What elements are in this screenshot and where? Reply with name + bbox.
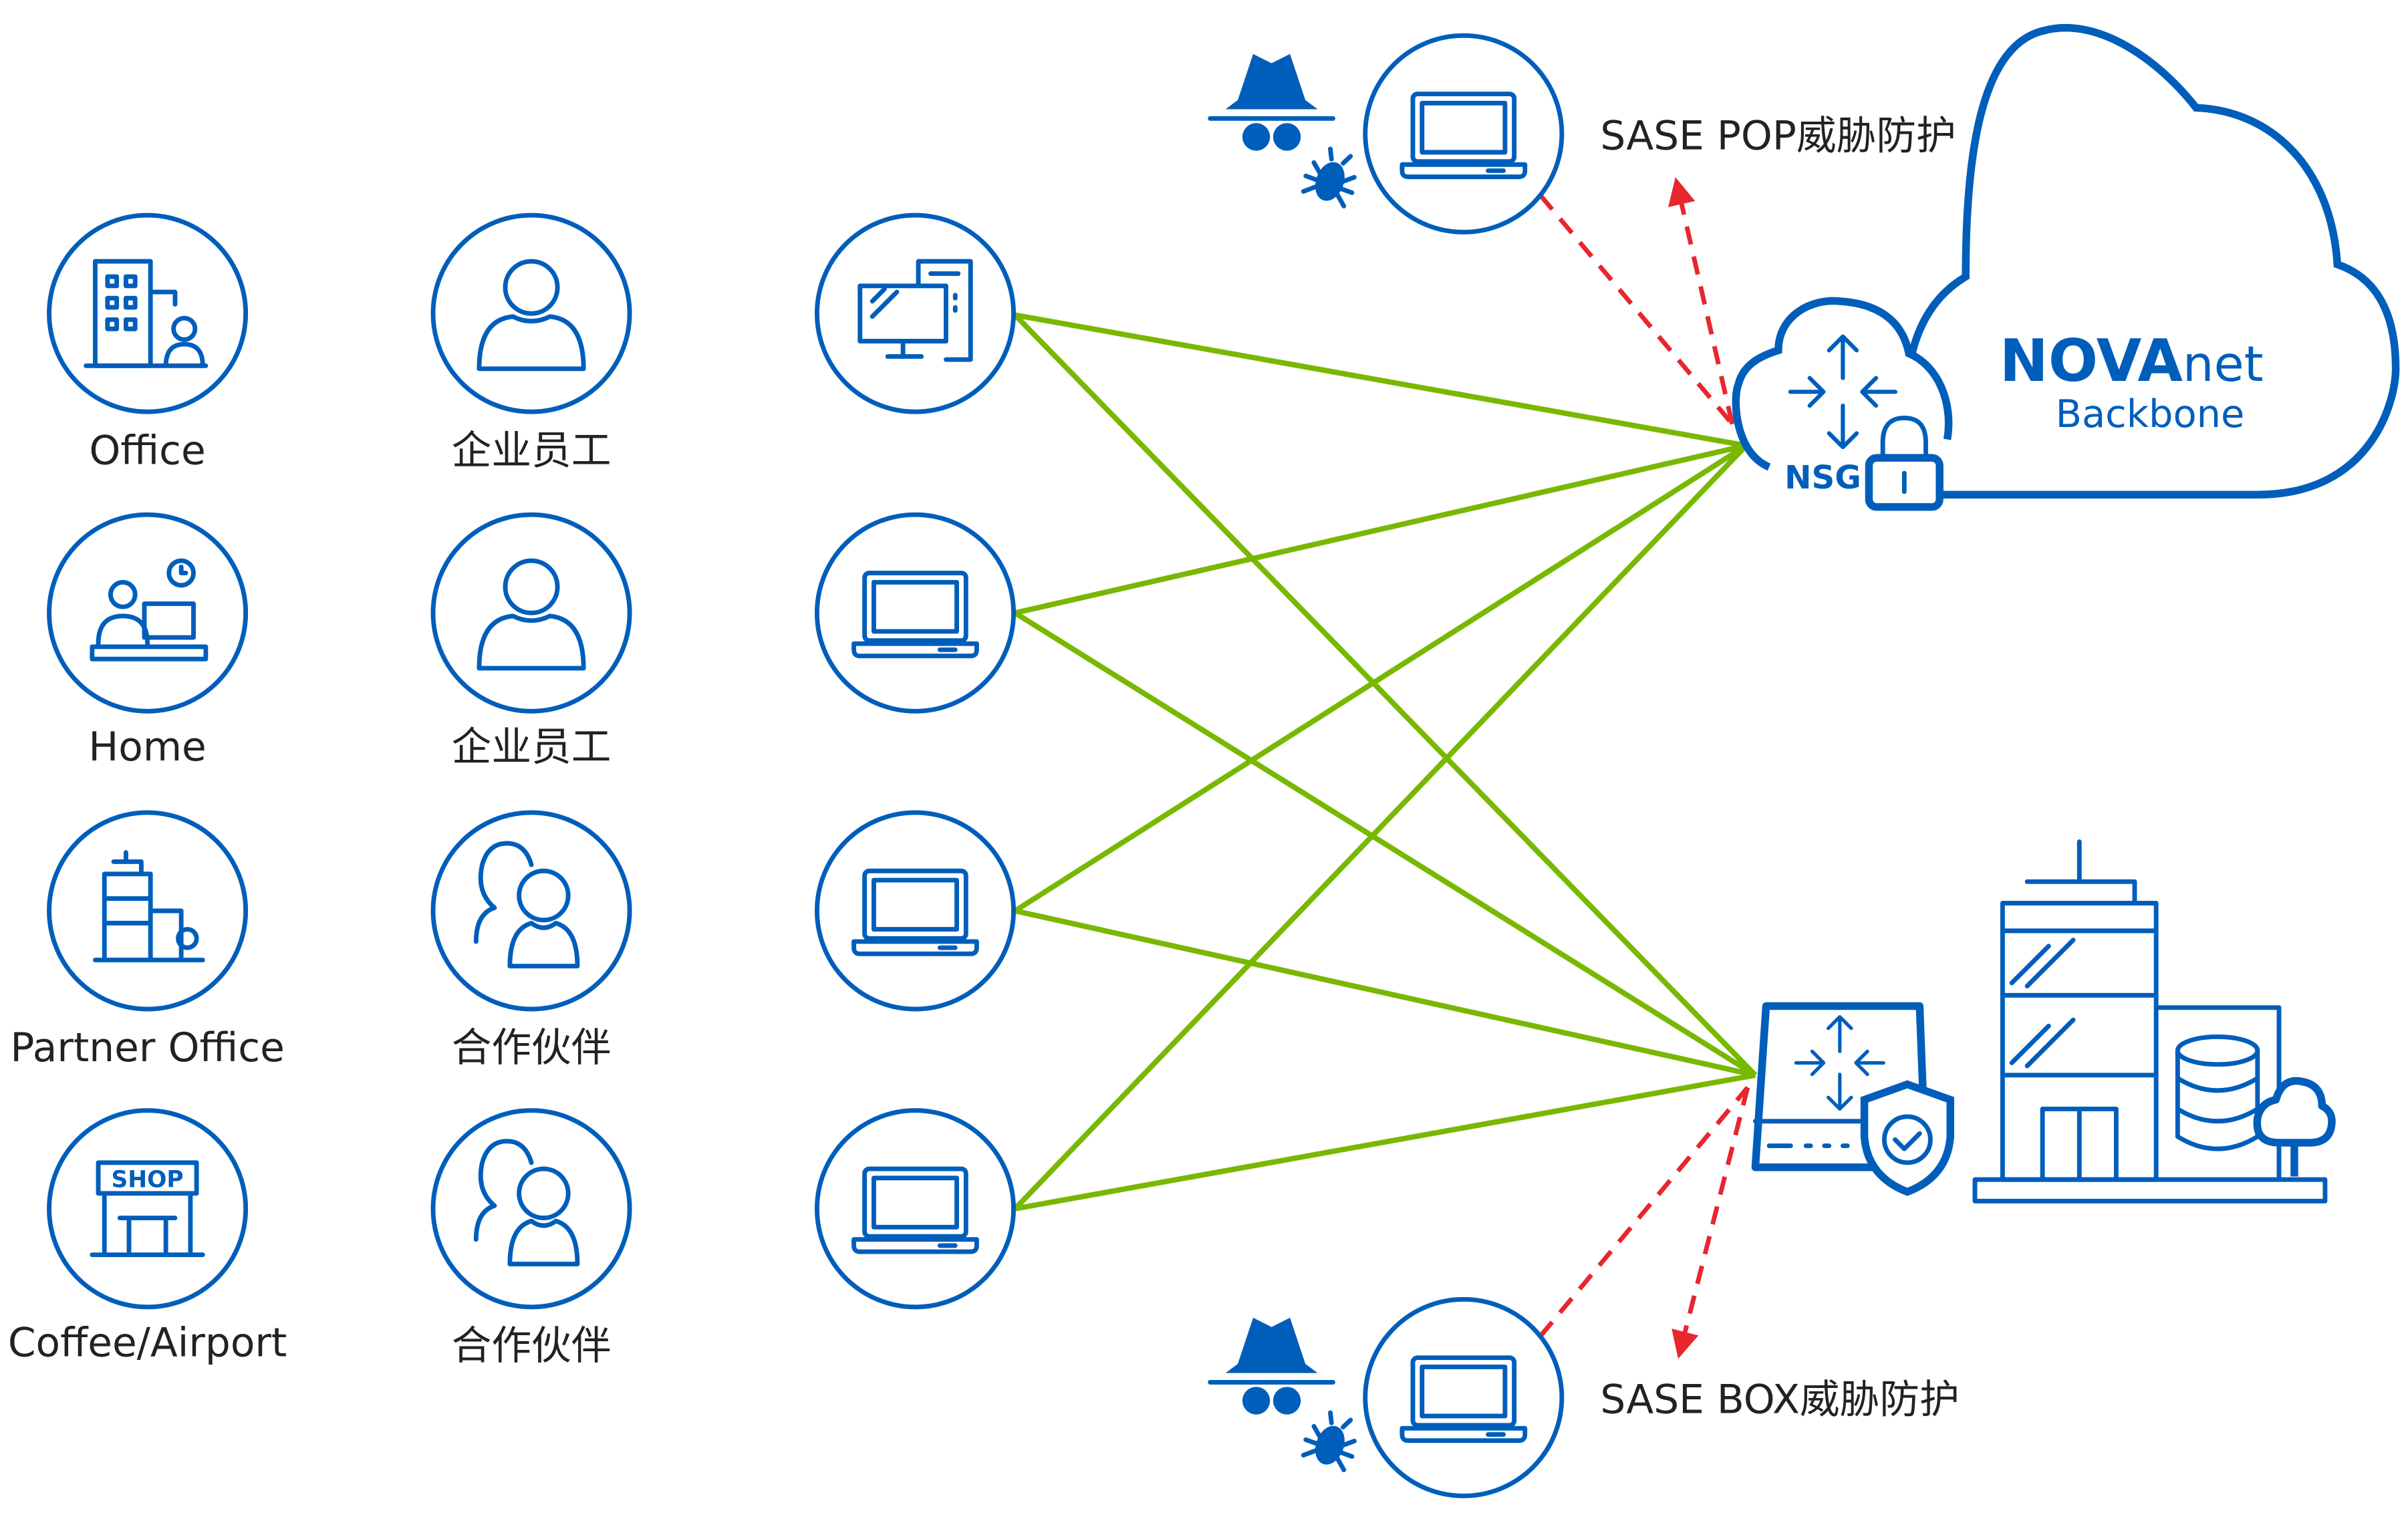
location-partner-office: Partner Office bbox=[10, 810, 285, 1071]
user-partner-2: 合作伙伴 bbox=[430, 1108, 632, 1369]
link-device4-nsg bbox=[1013, 443, 1748, 1211]
hacker-icon bbox=[1210, 1318, 1333, 1415]
shop-sign: SHOP bbox=[111, 1167, 183, 1194]
lock-icon bbox=[1865, 415, 1944, 511]
threat-arrows bbox=[1539, 177, 1750, 1359]
bug-icon bbox=[1300, 144, 1363, 208]
link-device4-box bbox=[1015, 1072, 1756, 1212]
user-label: 企业员工 bbox=[452, 428, 612, 474]
threat-top: SASE POP威胁防护 bbox=[1210, 33, 1956, 235]
desktop-computer-icon bbox=[857, 259, 973, 362]
nova-backbone-cloud: NSG NOVAnet Backbone bbox=[1732, 24, 2400, 511]
threat-label-sase-box: SASE BOX威胁防护 bbox=[1600, 1377, 1960, 1423]
device-laptop-3 bbox=[814, 1108, 1017, 1310]
headquarters-building-icon bbox=[1972, 839, 2328, 1204]
brand-logo-bold: NOVA bbox=[2000, 327, 2183, 395]
threat-label-sase-pop: SASE POP威胁防护 bbox=[1600, 113, 1956, 159]
database-icon bbox=[2175, 1034, 2260, 1151]
threat-bottom: SASE BOX威胁防护 bbox=[1210, 1296, 1960, 1498]
tree-icon bbox=[2253, 1077, 2336, 1177]
location-coffee-airport: SHOP Coffee/Airport bbox=[8, 1108, 287, 1366]
location-label: Home bbox=[88, 724, 206, 771]
brand-logo: NOVAnet bbox=[2000, 327, 2264, 395]
shield-check-icon bbox=[1860, 1080, 1954, 1196]
backbone-label: Backbone bbox=[2056, 392, 2245, 436]
user-employee-2: 企业员工 bbox=[430, 512, 632, 771]
user-label: 合作伙伴 bbox=[452, 1025, 612, 1071]
link-device3-box bbox=[1014, 908, 1756, 1078]
device-laptop-2 bbox=[814, 810, 1017, 1012]
shop-icon: SHOP bbox=[90, 1160, 205, 1258]
link-device1-nsg bbox=[1015, 312, 1747, 448]
location-office: Office bbox=[47, 213, 249, 474]
nsg-label: NSG bbox=[1784, 459, 1861, 497]
hacker-icon bbox=[1210, 54, 1333, 151]
user-partner-1: 合作伙伴 bbox=[430, 810, 632, 1071]
green-links bbox=[1013, 312, 1758, 1212]
cloud-icon bbox=[1908, 24, 2400, 499]
device-desktop bbox=[814, 213, 1017, 414]
location-label: Office bbox=[89, 428, 205, 474]
link-device2-nsg bbox=[1014, 442, 1747, 616]
brand-logo-light: net bbox=[2183, 336, 2264, 393]
link-device3-nsg bbox=[1013, 443, 1748, 914]
threat-line-top bbox=[1539, 193, 1734, 426]
home-worker-icon bbox=[90, 558, 209, 662]
user-employee-1: 企业员工 bbox=[430, 213, 632, 474]
location-label: Partner Office bbox=[10, 1025, 284, 1071]
link-device2-box bbox=[1013, 610, 1757, 1078]
nsg-cloud-icon bbox=[1732, 297, 1953, 471]
location-home: Home bbox=[47, 512, 249, 771]
partner-office-icon bbox=[93, 850, 205, 962]
device-laptop-1 bbox=[814, 512, 1017, 714]
link-device1-box bbox=[1013, 313, 1758, 1077]
threat-arrow-top bbox=[1668, 177, 1735, 425]
threat-line-bottom bbox=[1539, 1086, 1750, 1338]
bug-icon bbox=[1300, 1408, 1363, 1472]
datacenter bbox=[1751, 839, 2336, 1204]
office-building-icon bbox=[84, 259, 209, 368]
location-label: Coffee/Airport bbox=[8, 1320, 287, 1366]
threat-arrow-bottom bbox=[1671, 1087, 1750, 1359]
user-label: 合作伙伴 bbox=[452, 1323, 612, 1369]
user-label: 企业员工 bbox=[452, 724, 612, 771]
